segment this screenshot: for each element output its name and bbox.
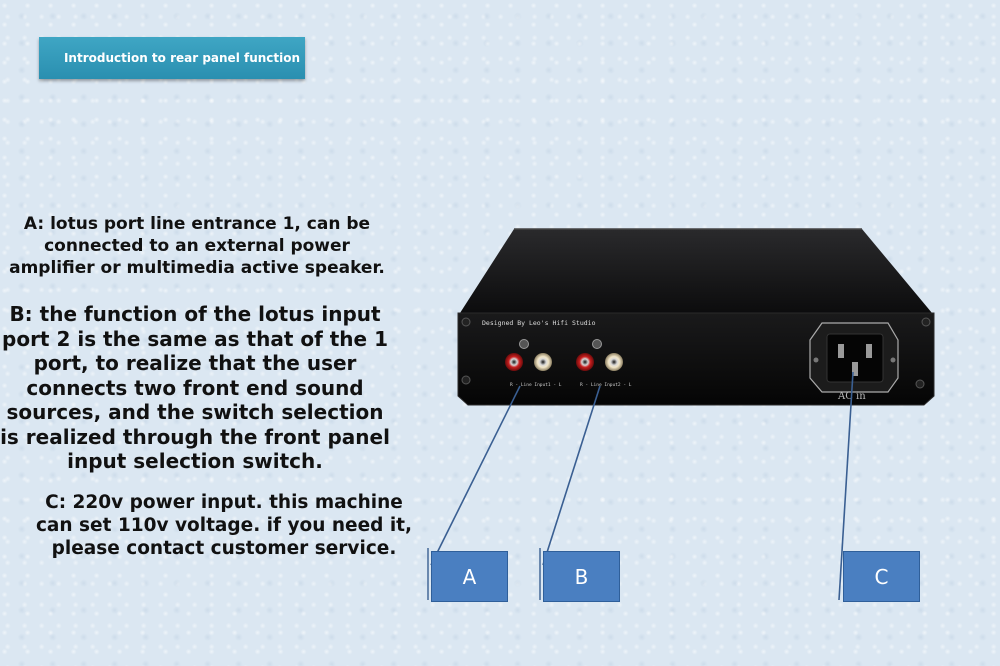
screw-icon — [813, 357, 819, 363]
input2-label: R - Line Input2 - L — [580, 382, 632, 388]
input1-label: R - Line Input1 - L — [510, 382, 562, 388]
rca-white-jack-2 — [605, 353, 623, 371]
screw-icon — [921, 317, 931, 327]
screw-icon — [915, 379, 925, 389]
rca-white-jack-1 — [534, 353, 552, 371]
label-box-a: A — [431, 551, 508, 602]
screw-icon — [890, 357, 896, 363]
brand-text: Designed By Leo's Hifi Studio — [482, 319, 596, 327]
rca-red-jack-1 — [505, 353, 523, 371]
screw-icon — [461, 317, 471, 327]
screw-icon — [461, 375, 471, 385]
label-box-b: B — [543, 551, 620, 602]
description-c: C: 220v power input. this machine can se… — [35, 492, 413, 559]
rca-red-jack-2 — [576, 353, 594, 371]
pointer-line-c — [838, 371, 854, 601]
pointer-line-a — [430, 385, 521, 566]
slide-title: Introduction to rear panel function — [39, 37, 305, 79]
description-b: B: the function of the lotus input port … — [0, 302, 390, 473]
pointer-line-b — [542, 385, 601, 566]
label-box-c: C — [843, 551, 920, 602]
chassis-top — [460, 229, 932, 313]
description-a: A: lotus port line entrance 1, can be co… — [9, 214, 385, 278]
ground-screw-icon — [592, 339, 602, 349]
ground-screw-icon — [519, 339, 529, 349]
